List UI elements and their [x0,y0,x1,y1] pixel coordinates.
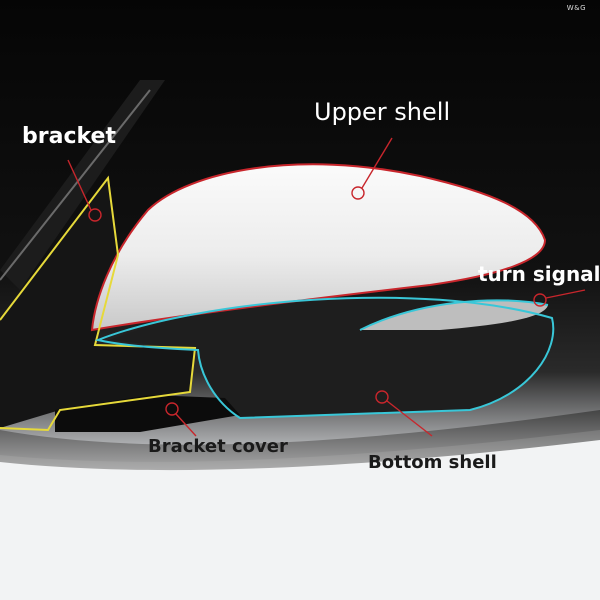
brand-logo: W&G [566,4,586,12]
label-bracket-cover: Bracket cover [148,436,288,457]
bracket-cover-marker [165,402,179,416]
car-body [0,430,600,600]
window-pillar [0,80,165,290]
bottom-shell-outline [94,296,555,420]
pointers [67,137,586,437]
bracket-marker [88,208,102,222]
bracket-outline [0,175,197,432]
label-upper-shell: Upper shell [314,98,451,126]
upper-shell-shape [92,164,545,330]
upper-shell-marker [351,186,365,200]
label-turn-signal: turn signal [478,262,600,286]
label-bottom-shell: Bottom shell [368,452,497,473]
bottom-shell-marker [375,390,389,404]
turn-signal-marker [533,293,547,307]
label-bracket: bracket [22,124,116,149]
